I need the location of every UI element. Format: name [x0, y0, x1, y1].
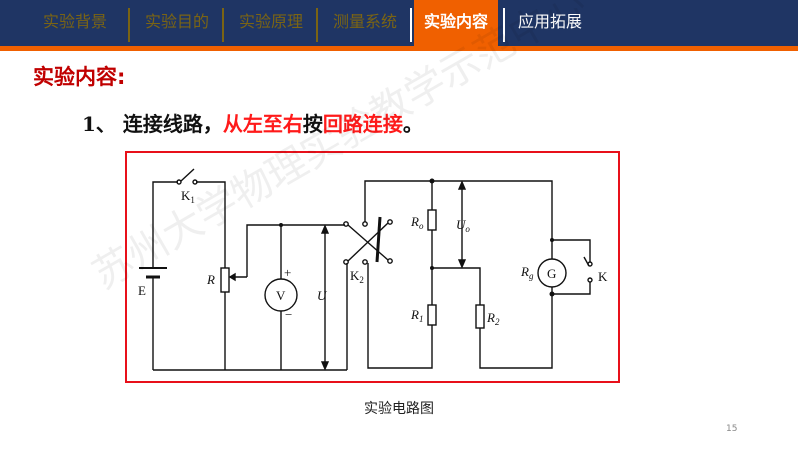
tab-purpose[interactable]: 实验目的: [144, 12, 209, 31]
label-r2: R2: [486, 310, 500, 327]
label-plus: +: [284, 265, 291, 280]
figure-caption: 实验电路图: [364, 401, 434, 417]
label-k1: K1: [181, 188, 195, 205]
uo-arrow: [457, 180, 467, 269]
resistor-r2-icon: [475, 304, 485, 329]
step-number: 1、: [82, 112, 116, 136]
tab-system[interactable]: 测量系统: [332, 12, 397, 31]
tab-application[interactable]: 应用拓展: [517, 12, 582, 31]
label-r1: R1: [410, 307, 423, 324]
slider-arrow-icon: [228, 272, 247, 282]
junction-dots: [279, 178, 555, 297]
label-ro: Ro: [410, 214, 424, 231]
label-k: K: [598, 269, 608, 284]
accent-bar: [0, 46, 798, 51]
resistor-ro-icon: [427, 209, 437, 231]
battery-icon: [139, 267, 167, 279]
label-v: V: [276, 288, 286, 303]
voltmeter-icon: [264, 278, 298, 312]
switch-k1-icon: [176, 168, 198, 185]
divider: [222, 8, 224, 42]
label-r: R: [206, 272, 215, 287]
resistor-r1-icon: [427, 304, 437, 326]
top-navigation: 实验背景 实验目的 实验原理 测量系统 实验内容 应用拓展: [0, 0, 798, 50]
switch-k-icon: [583, 256, 593, 283]
step-highlight-1: 从左至右: [222, 112, 303, 136]
label-minus: −: [285, 307, 292, 322]
tab-content[interactable]: 实验内容: [414, 0, 498, 50]
label-e: E: [138, 283, 146, 298]
section-title: 实验内容:: [33, 65, 126, 89]
divider: [410, 8, 412, 42]
label-k2: K2: [350, 268, 364, 285]
step-text-2: 按: [302, 112, 323, 136]
label-u: U: [317, 288, 328, 303]
step-end: 。: [402, 112, 423, 136]
label-uo: Uo: [456, 217, 470, 234]
tab-principle[interactable]: 实验原理: [238, 12, 303, 31]
tab-background[interactable]: 实验背景: [42, 12, 107, 31]
u-arrow: [320, 224, 330, 371]
label-rg: Rg: [520, 264, 534, 281]
wires: [152, 180, 591, 371]
divider: [128, 8, 130, 42]
divider: [316, 8, 318, 42]
rheostat-icon: [220, 267, 230, 293]
divider: [503, 8, 505, 42]
page-number: 15: [726, 424, 738, 434]
reversing-switch-k2-icon: [343, 216, 393, 265]
step-highlight-2: 回路连接: [322, 112, 403, 136]
step-text: 1、 连接线路，从左至右按回路连接。: [82, 108, 423, 137]
label-g: G: [547, 266, 556, 281]
galvanometer-icon: [537, 258, 567, 288]
circuit-frame: [125, 151, 620, 383]
step-text-1: 连接线路，: [122, 112, 223, 136]
